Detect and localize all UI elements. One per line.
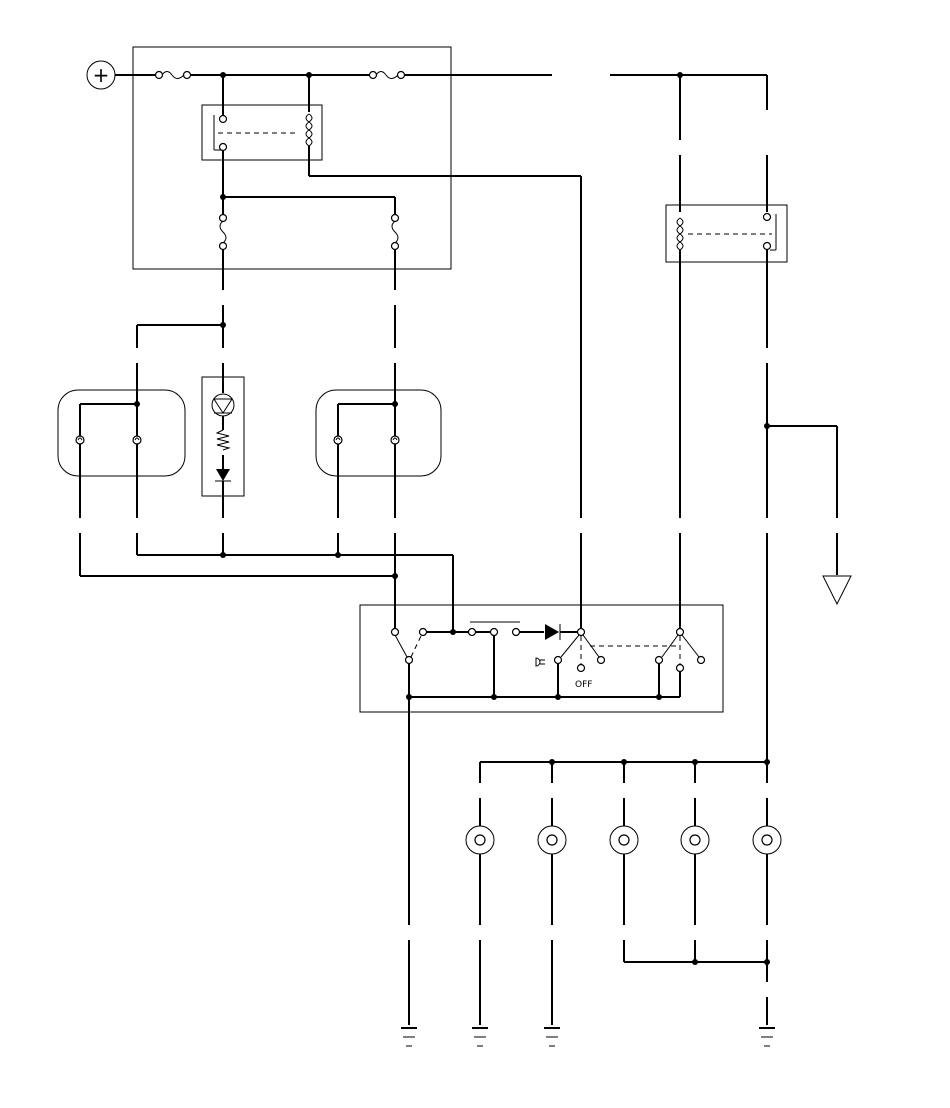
fuse-icon xyxy=(390,213,400,251)
bulb-icon xyxy=(333,435,343,445)
bulb-icon xyxy=(609,798,639,925)
relay-icon xyxy=(665,204,788,263)
ground-icon xyxy=(401,1027,417,1047)
fuse-icon xyxy=(154,70,192,80)
bulb-icon xyxy=(390,435,400,445)
headlight-icon xyxy=(535,657,545,667)
relay-icon xyxy=(201,104,323,161)
resistor-icon xyxy=(215,429,231,451)
left-headlight-housing xyxy=(57,389,186,477)
bulb-icon xyxy=(132,435,142,445)
ground-icon xyxy=(544,1027,560,1047)
bulb-icon xyxy=(465,798,495,925)
diode-icon xyxy=(215,469,231,482)
diode-icon xyxy=(545,624,561,640)
bulb-icon xyxy=(752,798,782,925)
bulb-icon xyxy=(75,435,85,445)
connector-triangle-icon xyxy=(822,575,852,606)
led-icon xyxy=(211,393,235,417)
svg-text:+: + xyxy=(93,63,110,87)
ground-icon xyxy=(472,1027,488,1047)
ground-icon xyxy=(759,1027,775,1047)
fuse-icon xyxy=(218,213,228,251)
bulb-icon xyxy=(680,798,710,925)
combination-switch-box xyxy=(359,604,724,713)
right-headlight-housing xyxy=(315,389,442,477)
fuse-icon xyxy=(368,70,406,80)
off-label: OFF xyxy=(575,680,592,690)
fuse-relay-box xyxy=(132,46,452,270)
plus-terminal-icon: + xyxy=(86,60,116,90)
bulb-icon xyxy=(537,798,567,925)
